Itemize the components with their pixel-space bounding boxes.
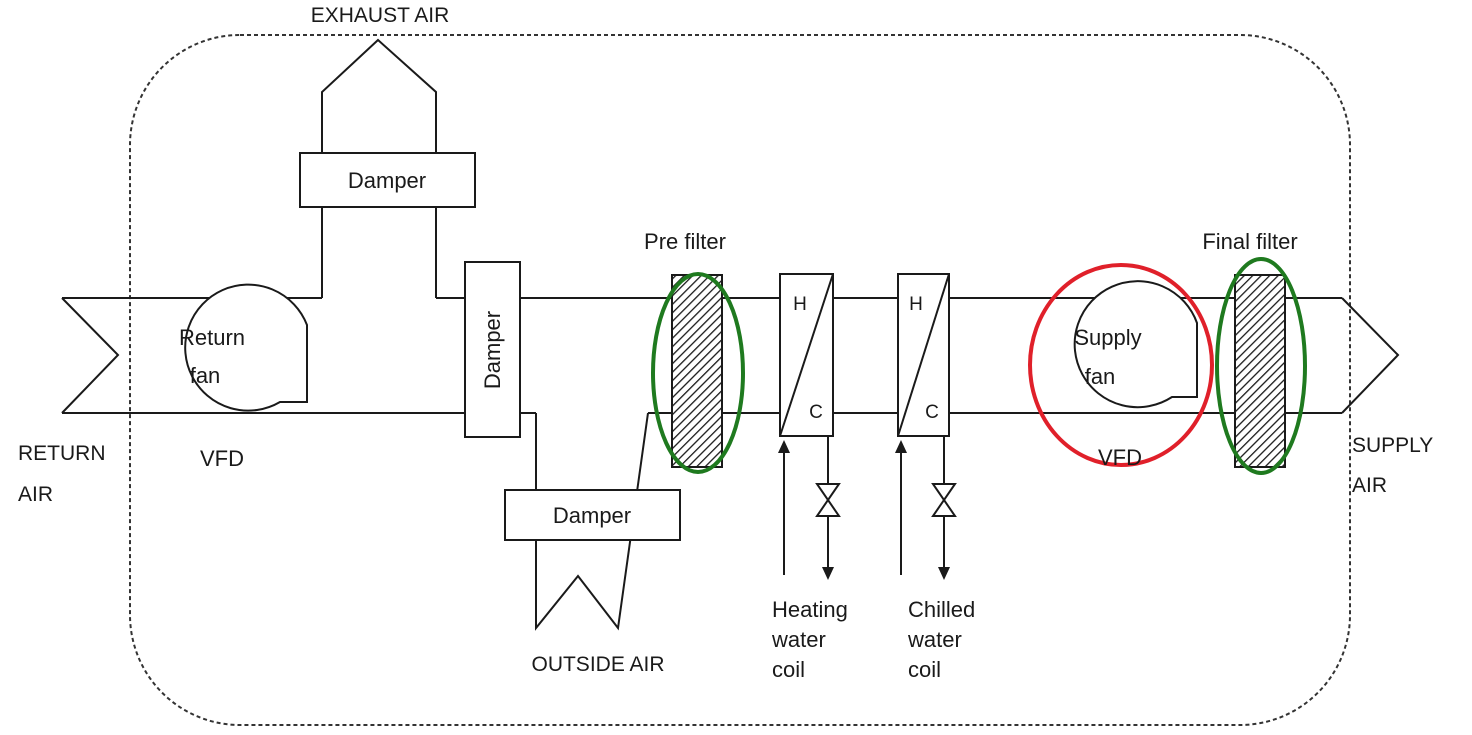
chilled-coil-c: C — [925, 402, 939, 423]
heating-valve-icon — [815, 483, 841, 517]
supply-fan-label-1: Supply — [1074, 325, 1141, 350]
supply-fan — [1073, 280, 1198, 409]
outside-air-branch — [535, 412, 649, 631]
chilled-coil-h: H — [909, 294, 923, 315]
final-filter-highlight — [1215, 257, 1307, 475]
outside-air-label: OUTSIDE AIR — [531, 653, 664, 676]
heating-coil-caption-1: Heating — [772, 597, 848, 622]
heating-return-arrow — [822, 567, 834, 580]
chilled-supply-arrow — [895, 440, 907, 453]
outside-air-damper-label: Damper — [553, 503, 631, 528]
chilled-coil-caption-3: coil — [908, 657, 941, 682]
chilled-coil-caption-1: Chilled — [908, 597, 975, 622]
chilled-coil-caption-2: water — [907, 627, 962, 652]
pre-filter-highlight — [651, 272, 745, 474]
supply-air-arrowhead — [1341, 297, 1400, 414]
heating-coil-h: H — [793, 294, 807, 315]
supply-fan-label-2: fan — [1085, 364, 1116, 389]
heating-coil-diagonal — [779, 273, 834, 437]
heating-supply-arrow — [778, 440, 790, 453]
return-air-label-1: RETURN — [18, 442, 106, 465]
pre-filter — [671, 274, 723, 468]
return-fan-vfd-label: VFD — [200, 446, 244, 471]
supply-air-label-2: AIR — [1352, 474, 1387, 497]
supply-air-label-1: SUPPLY — [1352, 434, 1433, 457]
exhaust-damper — [299, 152, 476, 208]
heating-coil-c: C — [809, 402, 823, 423]
supply-fan-vfd-label: VFD — [1098, 445, 1142, 470]
chilled-coil-diagonal — [897, 273, 950, 437]
mixing-damper — [464, 261, 521, 438]
pre-filter-label: Pre filter — [644, 229, 726, 254]
return-fan — [184, 283, 308, 412]
heating-coil-caption-2: water — [771, 627, 826, 652]
return-fan-label-2: fan — [190, 363, 221, 388]
chilled-return-arrow — [938, 567, 950, 580]
heating-coil-caption-3: coil — [772, 657, 805, 682]
main-duct — [62, 297, 1342, 414]
chilled-valve-icon — [931, 483, 957, 517]
final-filter — [1234, 274, 1286, 468]
mixing-damper-label: Damper — [480, 311, 505, 389]
outside-air-damper — [504, 489, 681, 541]
supply-fan-highlight — [1028, 263, 1214, 467]
exhaust-air-label: EXHAUST AIR — [311, 4, 450, 27]
return-air-inlet-chevron — [61, 297, 120, 414]
return-fan-label-1: Return — [179, 325, 245, 350]
final-filter-label: Final filter — [1202, 229, 1297, 254]
return-air-label-2: AIR — [18, 483, 53, 506]
system-boundary — [129, 34, 1351, 726]
exhaust-damper-label: Damper — [348, 168, 426, 193]
